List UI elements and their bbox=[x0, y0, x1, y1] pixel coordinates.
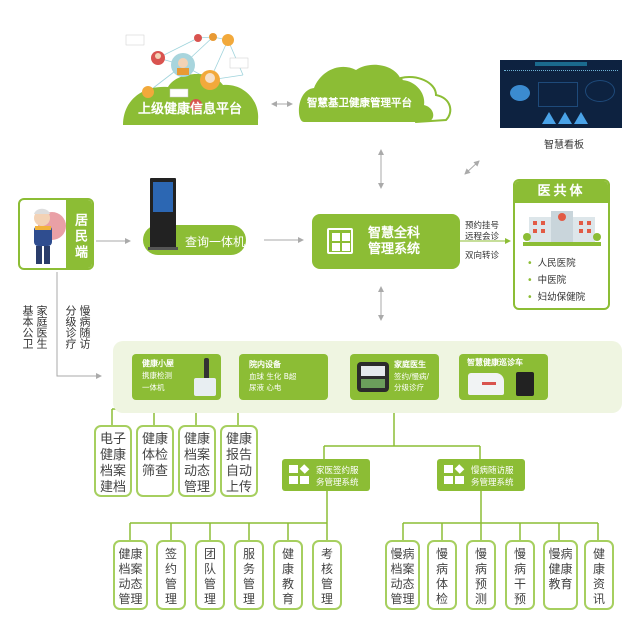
kiosk-label: 查询一体机 bbox=[185, 235, 246, 249]
health-checkup-machine-icon bbox=[192, 358, 218, 400]
alliance-item[interactable]: 妇幼保健院 bbox=[527, 289, 586, 306]
leaf-text: 服务管理 bbox=[243, 547, 256, 606]
leaf-text: 慢病体检 bbox=[436, 547, 449, 606]
chronic-module[interactable]: 慢病档案动态管理 bbox=[385, 540, 420, 610]
device-card-family-doctor[interactable]: 家庭医生 签约/慢病/ 分级诊疗 bbox=[350, 354, 439, 400]
device-title: 院内设备 bbox=[249, 360, 281, 369]
base-platform-cloud: 智慧基卫健康管理平台 bbox=[296, 60, 456, 126]
branch-chronic-followup: 慢病随访 bbox=[78, 305, 91, 349]
arrow-core-dashboard bbox=[464, 160, 480, 175]
device-line: 血球 生化 B超 bbox=[249, 372, 297, 381]
leaf-text: 慢病档案动态管理 bbox=[390, 547, 415, 606]
resident-card[interactable]: 居民端 bbox=[18, 198, 94, 270]
system-label: 家医签约服 务管理系统 bbox=[316, 465, 359, 489]
smart-dashboard-screen[interactable] bbox=[500, 60, 622, 128]
leaf-text: 健康教育 bbox=[282, 547, 295, 606]
dashboard-pie bbox=[510, 85, 530, 101]
medical-alliance-title: 医共体 bbox=[515, 181, 608, 203]
chronic-service-system[interactable]: 慢病随访服 务管理系统 bbox=[437, 459, 525, 491]
portable-device-icon bbox=[516, 372, 534, 396]
resident-label: 居民端 bbox=[66, 200, 92, 268]
upper-platform-label: 上级健康信息平台 bbox=[138, 102, 243, 117]
device-line: 分级诊疗 bbox=[394, 383, 424, 392]
link-label-appointment: 预约挂号 bbox=[465, 221, 500, 231]
base-platform-label: 智慧基卫健康管理平台 bbox=[307, 97, 412, 109]
family-module[interactable]: 签约管理 bbox=[156, 540, 186, 610]
chronic-module[interactable]: 慢病预测 bbox=[466, 540, 496, 610]
core-title-line1: 智慧全科 bbox=[368, 226, 421, 241]
core-system-title: 智慧全科 管理系统 bbox=[368, 226, 420, 258]
core-system-box[interactable] bbox=[312, 214, 460, 269]
system-label-line1: 慢病随访服 bbox=[471, 466, 514, 476]
family-service-system[interactable]: 家医签约服 务管理系统 bbox=[282, 459, 370, 491]
function-leaf[interactable]: 电子健康档案建档 bbox=[94, 425, 132, 497]
system-label-line2: 务管理系统 bbox=[316, 478, 359, 488]
network-people-illustration bbox=[123, 33, 259, 125]
branch-family-doctor: 家庭医生 bbox=[35, 305, 48, 349]
leaf-text: 电子健康档案建档 bbox=[99, 432, 126, 495]
chronic-module[interactable]: 慢病健康教育 bbox=[543, 540, 578, 610]
device-line: 一体机 bbox=[142, 383, 165, 392]
medical-alliance-card[interactable]: 医共体 人民医院 中医院 妇幼保健院 bbox=[513, 179, 610, 310]
leaf-text: 健康档案动态管理 bbox=[118, 547, 143, 606]
kiosk-device-icon bbox=[148, 178, 178, 250]
system-label: 慢病随访服 务管理系统 bbox=[471, 465, 514, 489]
device-title: 智慧健康巡诊车 bbox=[467, 358, 523, 367]
chronic-module[interactable]: 慢病体检 bbox=[427, 540, 457, 610]
alliance-item[interactable]: 中医院 bbox=[527, 272, 585, 289]
family-module[interactable]: 服务管理 bbox=[234, 540, 264, 610]
hospital-building-icon bbox=[523, 211, 601, 246]
device-line: 尿液 心电 bbox=[249, 383, 282, 392]
link-label-remote-consult: 远程会诊 bbox=[465, 232, 500, 242]
link-label-referral: 双向转诊 bbox=[465, 251, 500, 261]
family-module[interactable]: 健康教育 bbox=[273, 540, 303, 610]
core-title-line2: 管理系统 bbox=[368, 242, 421, 257]
dashboard-caption: 智慧看板 bbox=[544, 140, 584, 151]
leaf-text: 考核管理 bbox=[321, 547, 334, 606]
modules-icon bbox=[444, 464, 466, 485]
leaf-text: 健康资讯 bbox=[593, 547, 606, 606]
device-card-hospital-equipment[interactable]: 院内设备 血球 生化 B超 尿液 心电 bbox=[239, 354, 328, 400]
family-module[interactable]: 团队管理 bbox=[195, 540, 225, 610]
leaf-text: 健康档案动态管理 bbox=[183, 432, 210, 495]
leaf-text: 慢病干预 bbox=[514, 547, 527, 606]
modules-icon bbox=[289, 464, 311, 485]
branch-tiered-diagnosis: 分级诊疗 bbox=[64, 305, 77, 349]
alliance-list: 人民医院 中医院 妇幼保健院 bbox=[527, 255, 586, 306]
branch-public-health: 基本公卫 bbox=[21, 305, 34, 349]
function-leaf[interactable]: 健康报告自动上传 bbox=[220, 425, 258, 497]
ambulance-icon bbox=[468, 373, 504, 395]
family-module[interactable]: 健康档案动态管理 bbox=[113, 540, 148, 610]
medical-kit-icon bbox=[357, 362, 389, 392]
chronic-module[interactable]: 慢病干预 bbox=[505, 540, 535, 610]
chronic-module[interactable]: 健康资讯 bbox=[584, 540, 614, 610]
elderly-person-icon bbox=[34, 208, 66, 264]
leaf-text: 健康报告自动上传 bbox=[225, 432, 252, 495]
system-label-line1: 家医签约服 bbox=[316, 466, 359, 476]
device-card-mobile-clinic[interactable]: 智慧健康巡诊车 bbox=[459, 354, 548, 400]
system-label-line2: 务管理系统 bbox=[471, 478, 514, 488]
function-leaf[interactable]: 健康体检筛查 bbox=[136, 425, 174, 497]
device-line: 签约/慢病/ bbox=[394, 372, 430, 381]
leaf-text: 慢病健康教育 bbox=[548, 547, 573, 591]
family-module[interactable]: 考核管理 bbox=[312, 540, 342, 610]
leaf-text: 慢病预测 bbox=[475, 547, 488, 606]
leaf-text: 健康体检筛查 bbox=[141, 432, 168, 479]
grid-icon bbox=[327, 228, 353, 254]
device-title: 家庭医生 bbox=[394, 360, 426, 369]
cloud-shape bbox=[298, 64, 452, 124]
leaf-text: 签约管理 bbox=[165, 547, 178, 606]
alliance-item[interactable]: 人民医院 bbox=[527, 255, 585, 272]
function-leaf[interactable]: 健康档案动态管理 bbox=[178, 425, 216, 497]
leaf-text: 团队管理 bbox=[204, 547, 217, 606]
device-title: 健康小屋 bbox=[142, 359, 174, 368]
device-line: 携康检测 bbox=[142, 371, 172, 380]
device-card-health-hut[interactable]: 健康小屋 携康检测 一体机 bbox=[132, 354, 221, 400]
upper-platform-cloud: 上级健康信息平台 bbox=[118, 25, 263, 130]
